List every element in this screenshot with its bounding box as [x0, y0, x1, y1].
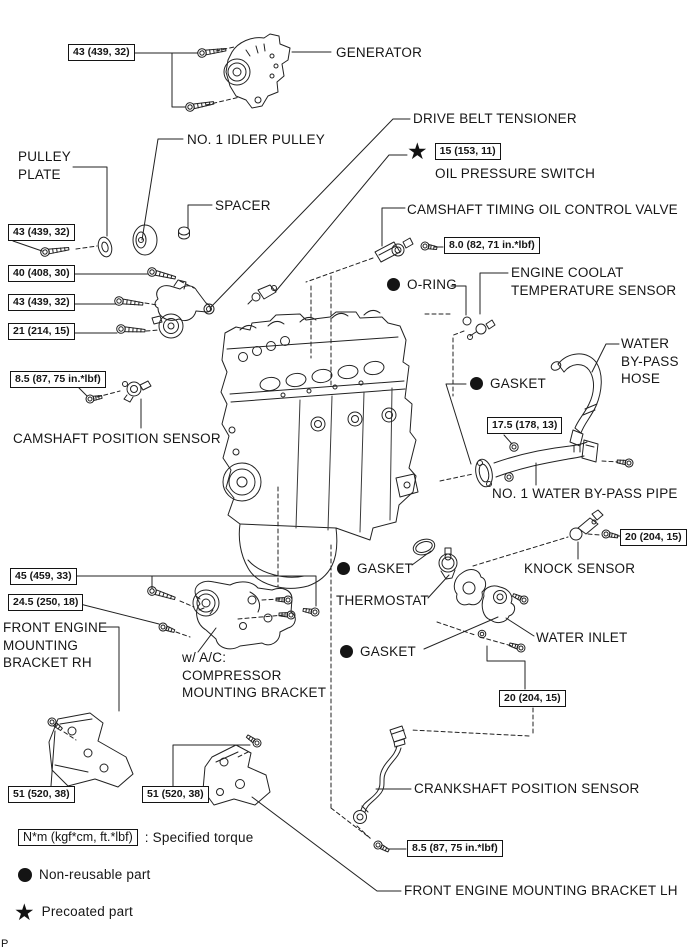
camshaft-timing-ocv-label: CAMSHAFT TIMING OIL CONTROL VALVE: [407, 202, 678, 217]
water-bypass-pipe-illustration: [473, 440, 635, 488]
torque-spec-box: 51 (520, 38): [8, 786, 75, 803]
water-bypass-hose-illustration: [550, 354, 602, 452]
torque-spec-box: 8.0 (82, 71 in.*lbf): [444, 237, 540, 254]
camshaft-position-sensor-label: CAMSHAFT POSITION SENSOR: [13, 431, 221, 446]
crankshaft-position-sensor-illustration: [354, 726, 407, 855]
mounting-bracket-rh-illustration: [45, 713, 133, 787]
torque-unit-box: N*m (kgf*cm, ft.*lbf): [18, 829, 138, 847]
ect-sensor-illustration: [463, 317, 495, 340]
no1-idler-pulley-label: NO. 1 IDLER PULLEY: [187, 132, 325, 147]
gasket-thermostat-label-row: GASKET: [337, 560, 413, 578]
torque-spec-box: 8.5 (87, 75 in.*lbf): [407, 840, 503, 857]
non-reusable-dot-icon: [337, 562, 350, 576]
torque-spec-box: 20 (204, 15): [620, 529, 687, 546]
water-inlet-label: WATER INLET: [536, 630, 628, 645]
no1-water-bypass-pipe-label: NO. 1 WATER BY-PASS PIPE: [492, 486, 678, 501]
compressor-bracket-illustration: [146, 581, 321, 649]
torque-spec-box: 45 (459, 33): [10, 568, 77, 585]
torque-spec-box: 17.5 (178, 13): [487, 417, 563, 434]
non-reusable-part-label: Non-reusable part: [39, 867, 151, 882]
mounting-bracket-lh-illustration: [203, 732, 270, 805]
spacer-label: SPACER: [215, 198, 271, 213]
torque-spec-box: 8.5 (87, 75 in.*lbf): [10, 371, 106, 388]
drive-belt-tensioner-illustration: [113, 266, 214, 338]
generator-label: GENERATOR: [336, 45, 423, 60]
front-engine-mounting-bracket-lh-label: FRONT ENGINE MOUNTING BRACKET LH: [404, 883, 678, 898]
gasket-bypass-label-row: GASKET: [470, 375, 546, 393]
torque-spec-box: 43 (439, 32): [68, 44, 135, 61]
knock-sensor-label: KNOCK SENSOR: [524, 561, 636, 576]
ac-compressor-bracket-label: w/ A/C: COMPRESSOR MOUNTING BRACKET: [182, 650, 327, 700]
non-reusable-dot-icon: [470, 377, 483, 391]
gasket-label: GASKET: [357, 561, 413, 576]
camshaft-timing-ocv-illustration: [375, 238, 439, 262]
oil-pressure-switch-torque-row: ★ 15 (153, 11): [407, 138, 501, 164]
legend-non-reusable: Non-reusable part: [18, 866, 150, 884]
knock-sensor-illustration: [570, 510, 620, 541]
non-reusable-dot-icon: [387, 278, 400, 292]
idler-pulley-illustration: [39, 225, 189, 258]
non-reusable-dot-icon: [18, 867, 32, 882]
water-bypass-hose-label: WATER BY-PASS HOSE: [621, 336, 679, 386]
thermostat-water-inlet-illustration: [411, 536, 530, 654]
torque-spec-box: 43 (439, 32): [8, 294, 75, 311]
gasket-label: GASKET: [490, 376, 546, 391]
page-marker: P: [1, 938, 9, 950]
o-ring-label: O-RING: [407, 277, 457, 292]
non-reusable-dot-icon: [340, 645, 353, 659]
legend-specified-torque: N*m (kgf*cm, ft.*lbf) : Specified torque: [18, 829, 253, 847]
engine-block-illustration: [221, 310, 418, 588]
front-engine-mounting-bracket-rh-label: FRONT ENGINE MOUNTING BRACKET RH: [3, 620, 108, 670]
star-icon: ★: [407, 138, 428, 164]
thermostat-label: THERMOSTAT: [336, 593, 429, 608]
drive-belt-tensioner-label: DRIVE BELT TENSIONER: [413, 111, 577, 126]
crankshaft-position-sensor-label: CRANKSHAFT POSITION SENSOR: [414, 781, 640, 796]
oil-pressure-switch-illustration: [248, 285, 277, 304]
torque-spec-box: 43 (439, 32): [8, 224, 75, 241]
torque-spec-box: 40 (408, 30): [8, 265, 75, 282]
specified-torque-label: : Specified torque: [144, 830, 254, 845]
oil-pressure-switch-label: OIL PRESSURE SWITCH: [435, 166, 596, 181]
leader-lines: [13, 52, 620, 891]
torque-spec-box: 21 (214, 15): [8, 323, 75, 340]
star-icon: ★: [14, 899, 35, 925]
gasket-label: GASKET: [360, 644, 416, 659]
gasket-water-inlet-label-row: GASKET: [340, 643, 416, 661]
legend-precoated: ★ Precoated part: [14, 899, 133, 925]
torque-spec-box: 20 (204, 15): [499, 690, 566, 707]
o-ring-label-row: O-RING: [387, 276, 457, 294]
torque-spec-box: 51 (520, 38): [142, 786, 209, 803]
camshaft-position-sensor-illustration: [84, 381, 151, 405]
torque-spec-box: 24.5 (250, 18): [8, 594, 84, 611]
precoated-part-label: Precoated part: [41, 904, 133, 920]
generator-illustration: [184, 34, 290, 113]
pulley-plate-label: PULLEY PLATE: [18, 149, 71, 182]
engine-coolant-temp-sensor-label: ENGINE COOLAT TEMPERATURE SENSOR: [511, 265, 677, 298]
torque-spec-box: 15 (153, 11): [434, 142, 501, 160]
